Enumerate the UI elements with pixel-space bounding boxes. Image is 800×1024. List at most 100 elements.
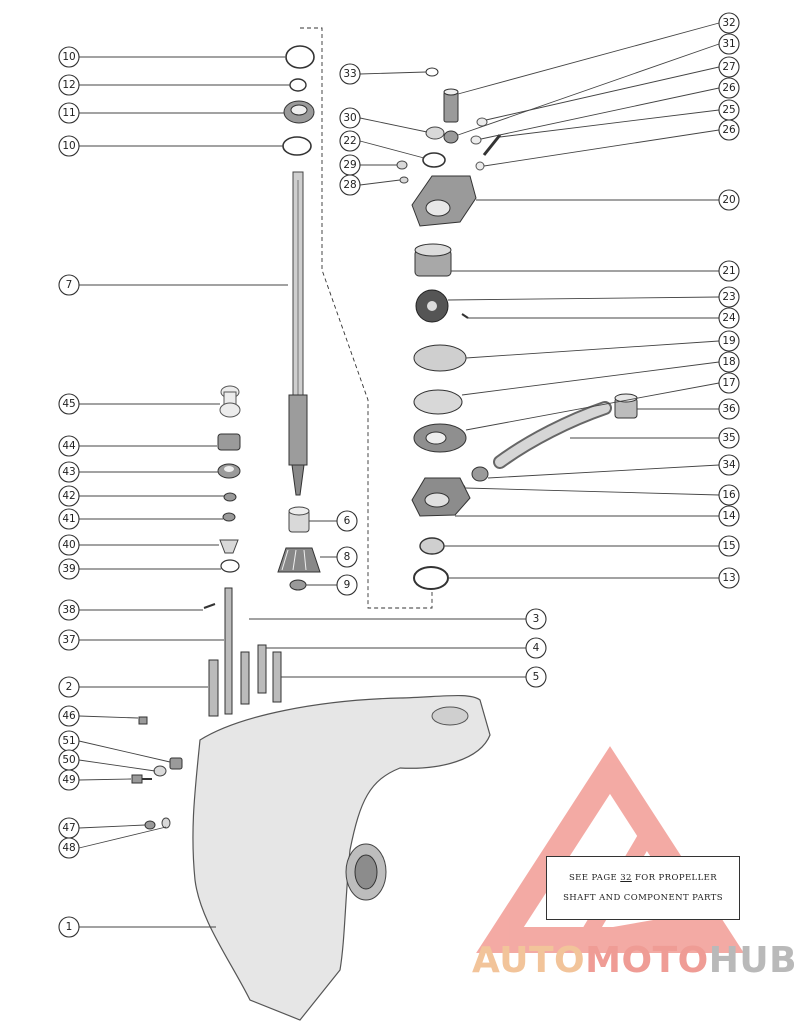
callout-number-37: 37 [62, 634, 75, 646]
callout-number-18: 18 [722, 356, 735, 368]
callout-number-24: 24 [722, 312, 736, 324]
stud-b [257, 644, 267, 694]
callout-number-31: 31 [722, 38, 735, 50]
callout-number-26: 26 [722, 82, 736, 94]
callout-circle-39 [58, 558, 80, 580]
callout-number-25: 25 [722, 104, 735, 116]
callout-number-10: 10 [62, 51, 75, 63]
callout-number-6: 6 [344, 515, 351, 527]
leader-line-25 [499, 109, 720, 138]
leader-line-23 [447, 296, 720, 301]
pump-body [411, 175, 477, 227]
insert [414, 243, 452, 277]
note-line-1-suffix: FOR PROPELLER [631, 873, 718, 883]
callout-circle-36 [718, 398, 740, 420]
pinion-cap [219, 385, 241, 418]
watermark-logo-text: AUTOMOTOHUB [472, 940, 797, 981]
callout-circle-48 [58, 837, 80, 859]
note-line-2: SHAFT AND COMPONENT PARTS [563, 893, 723, 903]
callout-circle-46 [58, 705, 80, 727]
callout-number-40: 40 [62, 539, 75, 551]
callout-number-11: 11 [62, 107, 75, 119]
leader-line-26 [483, 129, 720, 167]
washer-a [223, 492, 237, 502]
fitting [169, 757, 183, 770]
callout-number-15: 15 [722, 540, 735, 552]
grommet [443, 130, 459, 144]
leader-line-27 [485, 66, 720, 121]
callout-circle-21 [718, 260, 740, 282]
callout-number-44: 44 [62, 440, 76, 452]
callout-circle-33 [339, 63, 361, 85]
callout-number-51: 51 [62, 735, 75, 747]
small-seal [425, 67, 439, 77]
top-o-ring [285, 45, 315, 69]
callout-circle-7 [58, 274, 80, 296]
washer-d [161, 817, 171, 829]
callout-circle-40 [58, 534, 80, 556]
callout-circle-49 [58, 769, 80, 791]
callout-number-8: 8 [344, 551, 351, 563]
driveshaft [288, 171, 308, 496]
leader-line-47 [78, 824, 146, 829]
leader-line-46 [78, 715, 139, 719]
bearing [283, 100, 315, 124]
tube [443, 88, 459, 123]
leader-line-28 [359, 179, 401, 186]
stud-a [240, 651, 250, 705]
coupling [614, 393, 638, 419]
callout-circle-41 [58, 508, 80, 530]
callout-circle-10 [58, 46, 80, 68]
washer-f [470, 135, 482, 145]
callout-number-21: 21 [722, 265, 735, 277]
watermark-moto: MOTO [585, 940, 709, 981]
callout-number-32: 32 [722, 17, 735, 29]
callout-circle-27 [718, 56, 740, 78]
watermark-hub: HUB [708, 940, 798, 981]
gear-small [219, 539, 239, 554]
callout-circle-13 [718, 567, 740, 589]
leader-line-31 [457, 43, 720, 136]
seal-b [476, 117, 488, 127]
callout-circle-37 [58, 629, 80, 651]
callout-circle-20 [718, 189, 740, 211]
callout-number-39: 39 [62, 563, 75, 575]
callout-number-28: 28 [343, 179, 356, 191]
callout-circle-23 [718, 286, 740, 308]
callout-number-43: 43 [62, 466, 75, 478]
callout-circle-3 [525, 608, 547, 630]
small-ring [289, 78, 307, 92]
leader-line-51 [78, 740, 171, 763]
callout-number-41: 41 [62, 513, 75, 525]
leader-line-26 [480, 87, 720, 140]
pinion-gear [277, 547, 321, 573]
callout-number-12: 12 [62, 79, 75, 91]
note-line-1: SEE PAGE 32 FOR PROPELLER [569, 868, 717, 888]
gasket-c [413, 423, 467, 453]
callout-number-1: 1 [66, 921, 73, 933]
callout-circle-16 [718, 484, 740, 506]
callout-number-33: 33 [343, 68, 356, 80]
callout-number-48: 48 [62, 842, 75, 854]
callout-number-23: 23 [722, 291, 735, 303]
callout-number-14: 14 [722, 510, 736, 522]
leader-line-22 [359, 140, 425, 159]
callout-circle-19 [718, 330, 740, 352]
leader-line-34 [487, 464, 720, 479]
callout-circle-22 [339, 130, 361, 152]
key [461, 313, 469, 319]
ring-small [220, 559, 240, 573]
callout-circle-11 [58, 102, 80, 124]
callout-circle-44 [58, 435, 80, 457]
callout-circle-28 [339, 174, 361, 196]
callout-circle-24 [718, 307, 740, 329]
leader-line-17 [465, 382, 720, 431]
callout-number-36: 36 [722, 403, 736, 415]
seal [425, 126, 445, 140]
callout-number-26: 26 [722, 124, 736, 136]
callout-labels: 1012111074544434241403938372465150494748… [58, 12, 740, 938]
callout-circle-30 [339, 107, 361, 129]
stud-c [272, 651, 282, 703]
leader-line-16 [464, 487, 720, 496]
